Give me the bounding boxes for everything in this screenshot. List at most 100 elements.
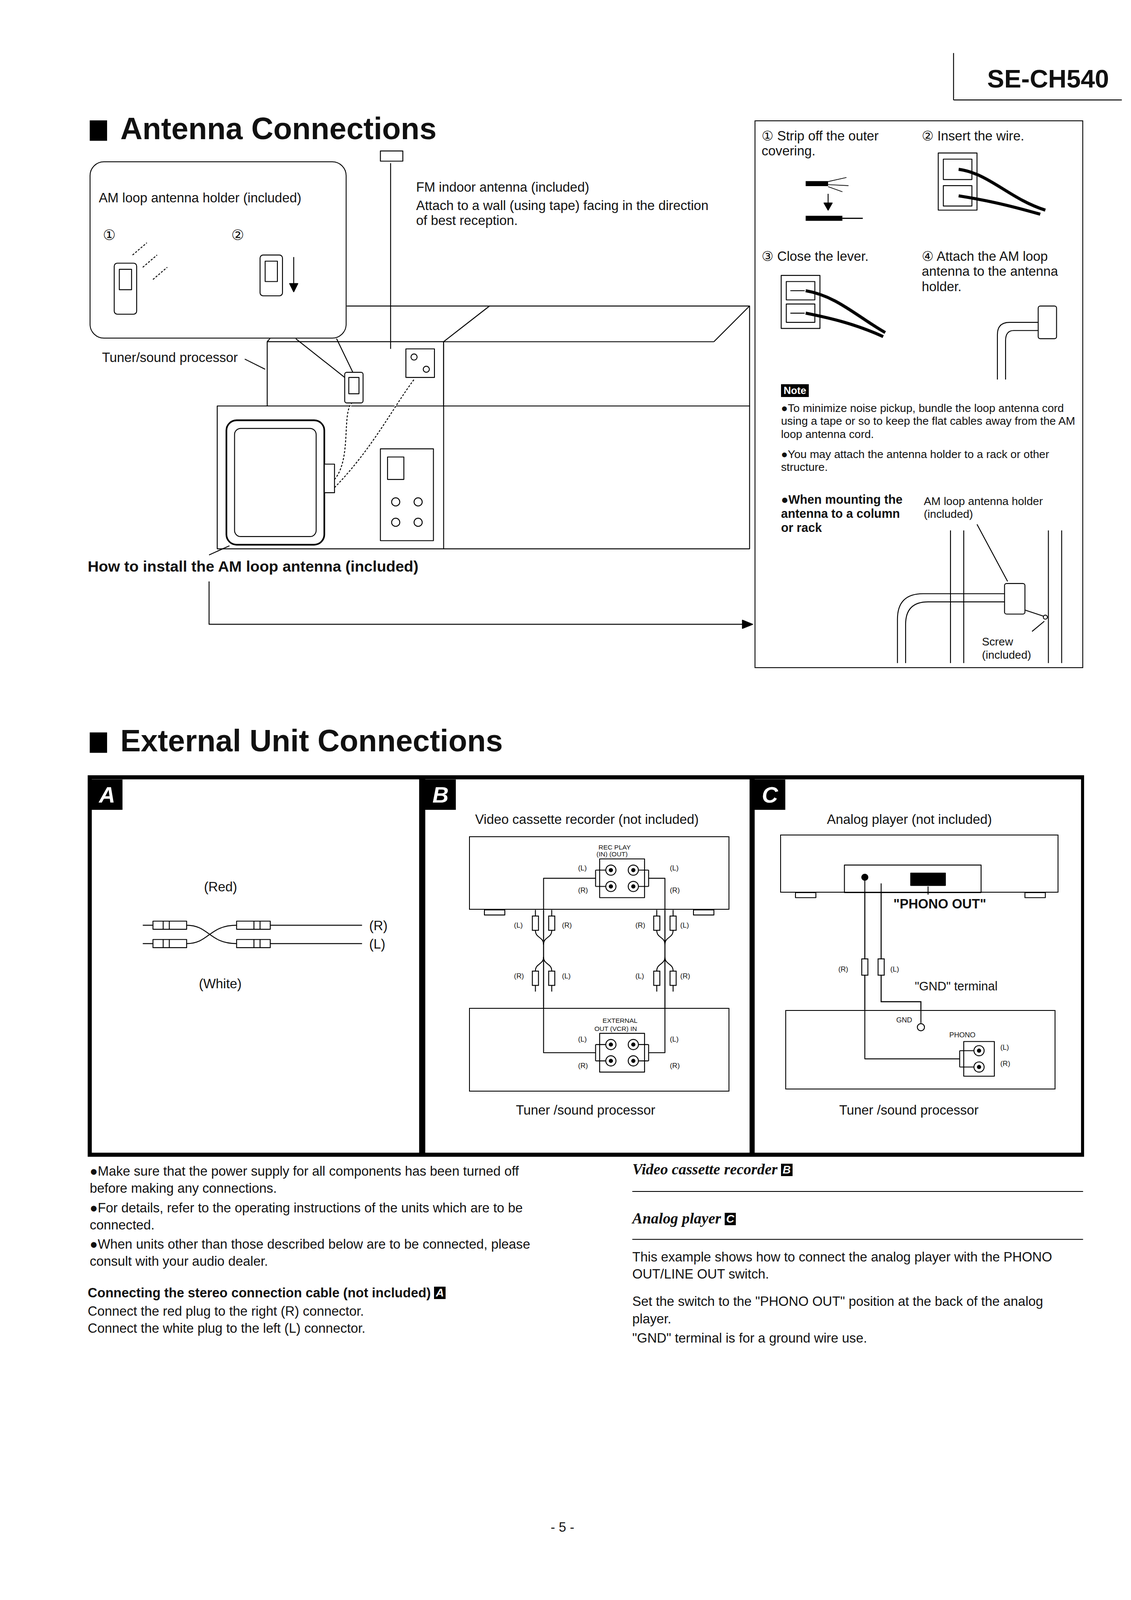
boxed-letter: A bbox=[434, 1286, 446, 1299]
jack-panel-drawing bbox=[977, 1048, 981, 1053]
stereo-cable-drawing bbox=[236, 939, 271, 948]
jack-panel-drawing bbox=[599, 1033, 645, 1073]
channel-label: (R) bbox=[635, 921, 646, 930]
channel-label: (L) bbox=[369, 936, 386, 952]
connection-panel: BVideo cassette recorder (not included)R… bbox=[425, 779, 750, 1153]
device-heading: Tuner /sound processor bbox=[515, 1102, 656, 1118]
jack-panel-drawing bbox=[599, 858, 645, 898]
part-label: AM loop antenna holder (included) bbox=[924, 494, 1072, 521]
leader-line bbox=[244, 358, 266, 370]
channel-label: (R) bbox=[369, 918, 388, 934]
section-rule bbox=[632, 1238, 1084, 1240]
stereo-cable-drawing bbox=[270, 924, 362, 926]
tuner-unit-drawing bbox=[226, 419, 324, 545]
terminal-drawing bbox=[781, 152, 1046, 337]
section-square bbox=[89, 120, 108, 141]
jack-panel-drawing bbox=[609, 884, 613, 889]
model-number: SE-CH540 bbox=[987, 64, 1110, 94]
note-text: ●You may attach the antenna holder to a … bbox=[781, 447, 1077, 474]
tuner-unit-drawing bbox=[391, 518, 400, 527]
jack-panel-drawing bbox=[605, 1039, 616, 1050]
leader-line bbox=[209, 338, 353, 555]
section-square bbox=[89, 732, 108, 753]
jack-panel-drawing bbox=[693, 909, 715, 915]
pin-plug-drawing bbox=[656, 929, 674, 945]
loop-antenna-drawing bbox=[1061, 530, 1062, 664]
channel-label: (L) bbox=[670, 863, 679, 872]
header-rule bbox=[953, 52, 1122, 100]
callout-box: AM loop antenna holder (included)①② bbox=[89, 161, 347, 339]
antenna-holder-drawing bbox=[265, 261, 278, 282]
jack-panel-drawing bbox=[880, 883, 882, 893]
strip-wire-drawing bbox=[827, 193, 829, 205]
tuner-unit-drawing bbox=[413, 518, 423, 527]
bullet-text: ●Make sure that the power supply for all… bbox=[89, 1162, 554, 1198]
pin-plug-drawing bbox=[532, 970, 539, 986]
tuner-unit: Tuner /sound processorEXTERNALOUT (VCR) … bbox=[469, 1007, 729, 1092]
step-text: ④ Attach the AM loop antenna to the ante… bbox=[921, 248, 1075, 295]
terminal-drawing bbox=[790, 290, 805, 314]
jack-panel-drawing bbox=[628, 1039, 639, 1050]
header-rule bbox=[953, 52, 954, 100]
body-text: Connect the red plug to the right (R) co… bbox=[87, 1302, 552, 1320]
cable-connector bbox=[864, 892, 866, 1010]
pin-plug-drawing bbox=[653, 970, 660, 986]
pin-plug-drawing bbox=[535, 956, 552, 971]
page-number: - 5 - bbox=[550, 1519, 575, 1535]
panel-frame bbox=[87, 775, 1085, 1157]
jack-panel-drawing bbox=[973, 1061, 985, 1073]
jack-panel-drawing bbox=[605, 1055, 616, 1066]
strip-wire-drawing bbox=[805, 180, 829, 187]
section-heading: External Unit Connections bbox=[120, 722, 503, 758]
jack-panel-drawing bbox=[543, 1007, 607, 1061]
step-number: ① bbox=[102, 227, 116, 244]
pin-plug-drawing bbox=[653, 915, 660, 930]
leader-line bbox=[209, 545, 230, 555]
analog-player-unit: Analog player (not included) bbox=[780, 834, 1059, 893]
connection-panel: CAnalog player (not included)Tuner /soun… bbox=[754, 779, 1082, 1153]
strip-wire-drawing bbox=[805, 177, 863, 219]
section-rule bbox=[632, 1190, 1084, 1192]
stereo-cable-drawing bbox=[152, 921, 187, 930]
stereo-cable-drawing bbox=[142, 921, 261, 948]
loop-antenna-drawing bbox=[897, 306, 1062, 663]
channel-label: (R) bbox=[670, 886, 680, 895]
jack-label: (IN) (OUT) bbox=[596, 850, 628, 858]
channel-label: (R) bbox=[838, 964, 849, 974]
jack-panel-drawing bbox=[484, 909, 505, 915]
subheading: Video cassette recorder bbox=[632, 1160, 778, 1178]
strip-wire-drawing bbox=[805, 215, 843, 221]
tuner-unit-drawing bbox=[443, 306, 750, 406]
antenna-holder-drawing bbox=[289, 283, 298, 292]
jack-panel-drawing bbox=[638, 869, 665, 910]
instruction-panel: ① Strip off the outer covering.② Insert … bbox=[754, 120, 1083, 668]
callout-heading: AM loop antenna holder (included) bbox=[98, 190, 342, 206]
stereo-cable-drawing bbox=[236, 921, 271, 930]
pin-plug-drawing bbox=[656, 956, 674, 971]
tuner-unit-drawing bbox=[348, 377, 359, 394]
part-label: Screw (included) bbox=[982, 635, 1044, 661]
callout-ground bbox=[89, 161, 347, 339]
subheading: Analog player bbox=[632, 1209, 722, 1228]
terminal-drawing bbox=[958, 195, 1041, 215]
pin-plug-drawing bbox=[548, 915, 555, 930]
jack-panel-drawing bbox=[917, 1023, 925, 1031]
stereo-cable-drawing bbox=[142, 921, 363, 948]
plug-color: (Red) bbox=[204, 879, 238, 895]
antenna-holder-drawing bbox=[114, 263, 138, 315]
jack-panel-drawing bbox=[609, 1042, 613, 1047]
tuner-unit-drawing bbox=[423, 366, 430, 373]
terminal-drawing bbox=[781, 275, 820, 329]
jack-panel-drawing bbox=[631, 1058, 636, 1063]
channel-label: (L) bbox=[577, 863, 587, 872]
channel-label: (R) bbox=[562, 921, 572, 930]
loop-antenna-drawing bbox=[1031, 620, 1045, 632]
bullet-text: ●When units other than those described b… bbox=[89, 1235, 554, 1271]
subheading: Connecting the stereo connection cable (… bbox=[87, 1284, 432, 1302]
boxed-letter: B bbox=[781, 1163, 793, 1176]
loop-antenna-drawing bbox=[1043, 615, 1048, 620]
section-rule bbox=[632, 1191, 1084, 1239]
loop-antenna-drawing bbox=[997, 322, 1039, 380]
